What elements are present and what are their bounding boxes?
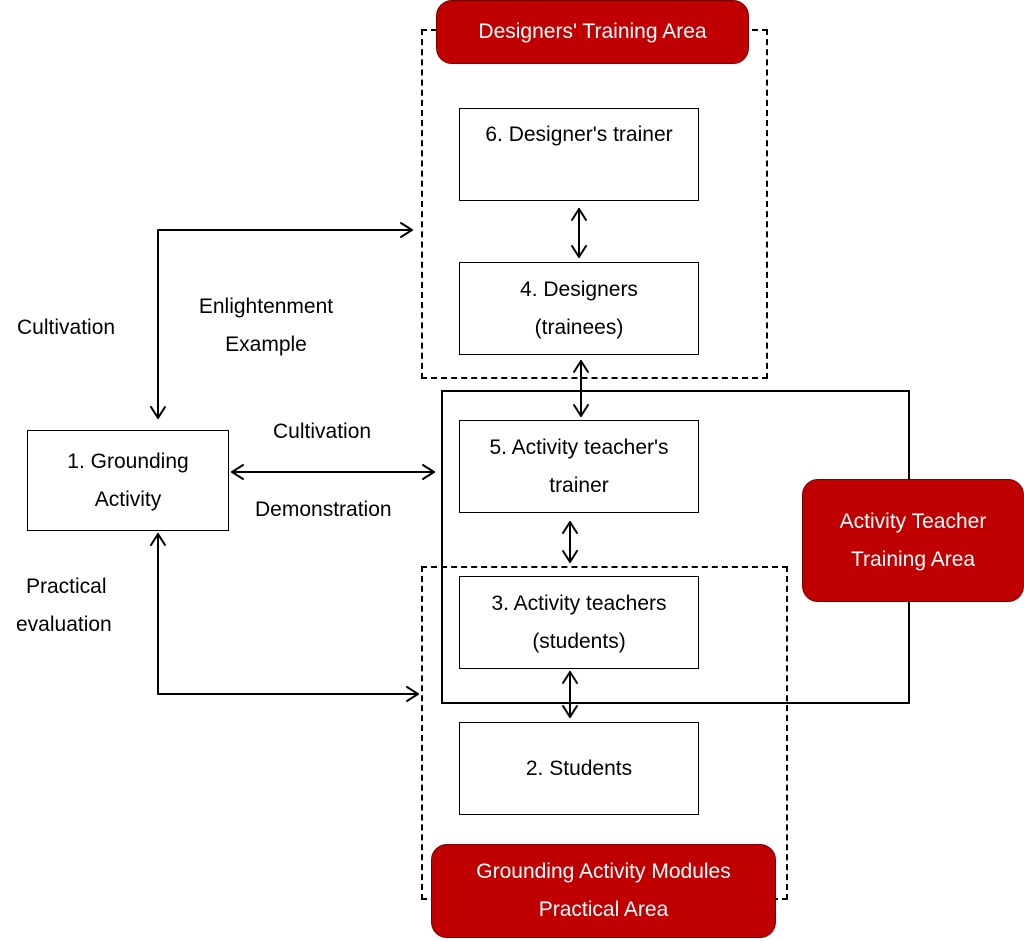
designers-training-area-tag: Designers' Training Area [436, 0, 749, 64]
node-6-designers-trainer: 6. Designer's trainer [459, 108, 699, 201]
practical-area-label-line2: Practical Area [538, 898, 669, 921]
node-3-label-line2: (students) [532, 629, 626, 653]
edge-label-enlightenment-line1: Enlightenment [198, 295, 334, 318]
practical-area-tag: Grounding Activity Modules Practical Are… [431, 844, 776, 938]
node-2-students: 2. Students [459, 722, 699, 815]
activity-teacher-training-area-tag: Activity Teacher Training Area [802, 479, 1024, 602]
node-5-activity-teachers-trainer: 5. Activity teacher's trainer [459, 420, 699, 513]
edge-label-practical-line2: evaluation [16, 613, 112, 636]
activity-teacher-training-area-label-line2: Training Area [850, 547, 976, 571]
node-1-grounding-activity: 1. Grounding Activity [27, 430, 229, 531]
activity-teacher-training-area-label-line1: Activity Teacher [839, 509, 987, 533]
node-4-label-line2: (trainees) [534, 315, 624, 339]
node-5-label-line1: 5. Activity teacher's [489, 435, 669, 459]
edge-label-demonstration: Demonstration [255, 498, 392, 521]
node-3-label-line1: 3. Activity teachers [491, 591, 667, 615]
edge-label-enlightenment-example: Enlightenment Example [186, 288, 346, 364]
edge-label-enlightenment-line2: Example [225, 333, 307, 356]
node-1-label-line1: 1. Grounding [67, 449, 189, 473]
edge-label-practical-line1: Practical [26, 575, 107, 598]
node-6-label: 6. Designer's trainer [485, 123, 673, 146]
node-1-label-line2: Activity [94, 487, 162, 511]
node-2-label: 2. Students [525, 756, 633, 780]
designers-training-area-label: Designers' Training Area [478, 20, 707, 43]
arrow-grounding-to-practical-area [157, 533, 419, 695]
practical-area-label-line1: Grounding Activity Modules [476, 860, 731, 883]
node-4-label-line1: 4. Designers [520, 277, 638, 301]
arrow-grounding-to-designers-area [157, 229, 412, 419]
node-4-designers: 4. Designers (trainees) [459, 262, 699, 355]
edge-label-practical-evaluation: Practical evaluation [16, 568, 112, 644]
edge-label-cultivation-left: Cultivation [17, 316, 116, 339]
node-5-label-line2: trainer [549, 473, 609, 497]
edge-label-cultivation-mid: Cultivation [273, 420, 372, 443]
node-3-activity-teachers: 3. Activity teachers (students) [459, 576, 699, 669]
